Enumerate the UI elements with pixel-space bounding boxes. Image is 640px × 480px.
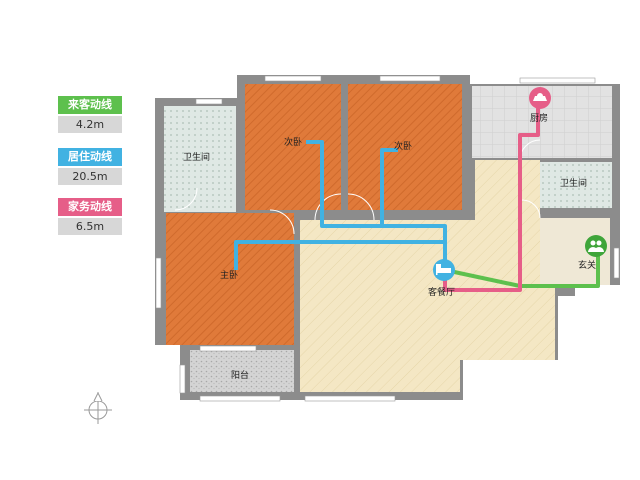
room-label-second-bedroom-left: 次卧 xyxy=(284,136,302,148)
living-bed-icon xyxy=(433,259,455,281)
windows xyxy=(155,75,620,402)
room-label-second-bedroom-right: 次卧 xyxy=(394,140,412,152)
second-bedroom-right-floor xyxy=(348,84,462,210)
left-bathroom-floor xyxy=(164,106,236,212)
legend-living-route: 居住动线 20.5m xyxy=(58,148,122,185)
kitchen-cooking-icon xyxy=(529,87,551,109)
second-bedroom-left-floor xyxy=(245,84,341,210)
compass-icon xyxy=(84,391,112,424)
room-label-kitchen: 厨房 xyxy=(530,112,548,124)
legend-guest-value: 4.2m xyxy=(58,116,122,133)
room-label-master-bedroom: 主卧 xyxy=(220,269,238,281)
right-bathroom-floor xyxy=(540,162,612,208)
balcony-floor xyxy=(190,350,294,392)
legend-housework-route: 家务动线 6.5m xyxy=(58,198,122,235)
room-label-living-dining: 客餐厅 xyxy=(428,286,455,298)
housework-route-line xyxy=(443,104,540,292)
legend-housework-label: 家务动线 xyxy=(58,198,122,216)
master-bedroom-floor xyxy=(166,213,294,345)
guest-route-line xyxy=(444,252,600,288)
room-label-bathroom-left: 卫生间 xyxy=(183,151,210,163)
entry-people-icon xyxy=(585,235,607,257)
legend-guest-route: 来客动线 4.2m xyxy=(58,96,122,133)
room-label-bathroom-right: 卫生间 xyxy=(560,177,587,189)
legend-housework-value: 6.5m xyxy=(58,218,122,235)
legend-living-label: 居住动线 xyxy=(58,148,122,166)
room-label-entry: 玄关 xyxy=(578,259,596,271)
living-route-line xyxy=(234,140,447,270)
living-dining-floor xyxy=(300,160,555,392)
room-label-balcony: 阳台 xyxy=(231,369,249,381)
legend-living-value: 20.5m xyxy=(58,168,122,185)
legend-guest-label: 来客动线 xyxy=(58,96,122,114)
